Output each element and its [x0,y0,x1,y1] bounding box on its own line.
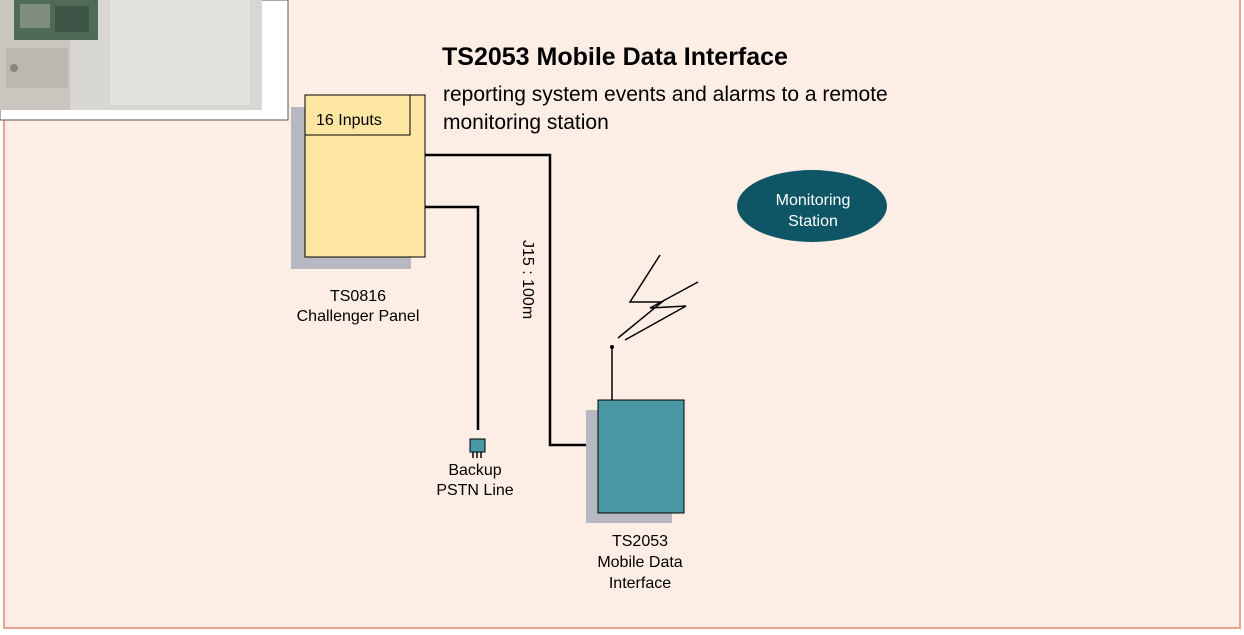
mobile-data-interface [597,399,685,514]
inputs-box [304,94,411,136]
panel-caption-line1: TS0816 [329,288,387,305]
diagram-title: TS2053 Mobile Data Interface [442,43,788,71]
challenger-panel [304,94,426,258]
j15-cable [425,153,598,447]
pstn-caption-line1: Backup [448,462,502,479]
j15-cable-label: J15 : 100m [519,240,536,320]
monitoring-station [737,170,887,242]
pstn-caption: Backup PSTN Line [420,461,530,501]
monitoring-station-label: Monitoring Station [738,190,888,232]
pstn-plug-icon [469,438,486,458]
panel-inputs-label: 16 Inputs [316,112,382,129]
mdi-caption-line2: Mobile Data [597,554,683,571]
device-photo [0,0,289,121]
signal-bolt-icon [617,254,665,339]
panel-caption: TS0816 Challenger Panel [268,287,448,327]
diagram-subtitle: reporting system events and alarms to a … [443,83,888,134]
station-line1: Monitoring [775,192,851,209]
panel-caption-line2: Challenger Panel [296,308,420,325]
mdi-caption-line3: Interface [608,575,672,592]
signal-bolt-2-icon [624,281,699,341]
pstn-cable [425,205,480,430]
pstn-caption-line2: PSTN Line [436,482,514,499]
mdi-caption: TS2053 Mobile Data Interface [570,531,710,594]
mdi-caption-line1: TS2053 [611,533,669,550]
station-line2: Station [788,213,838,230]
